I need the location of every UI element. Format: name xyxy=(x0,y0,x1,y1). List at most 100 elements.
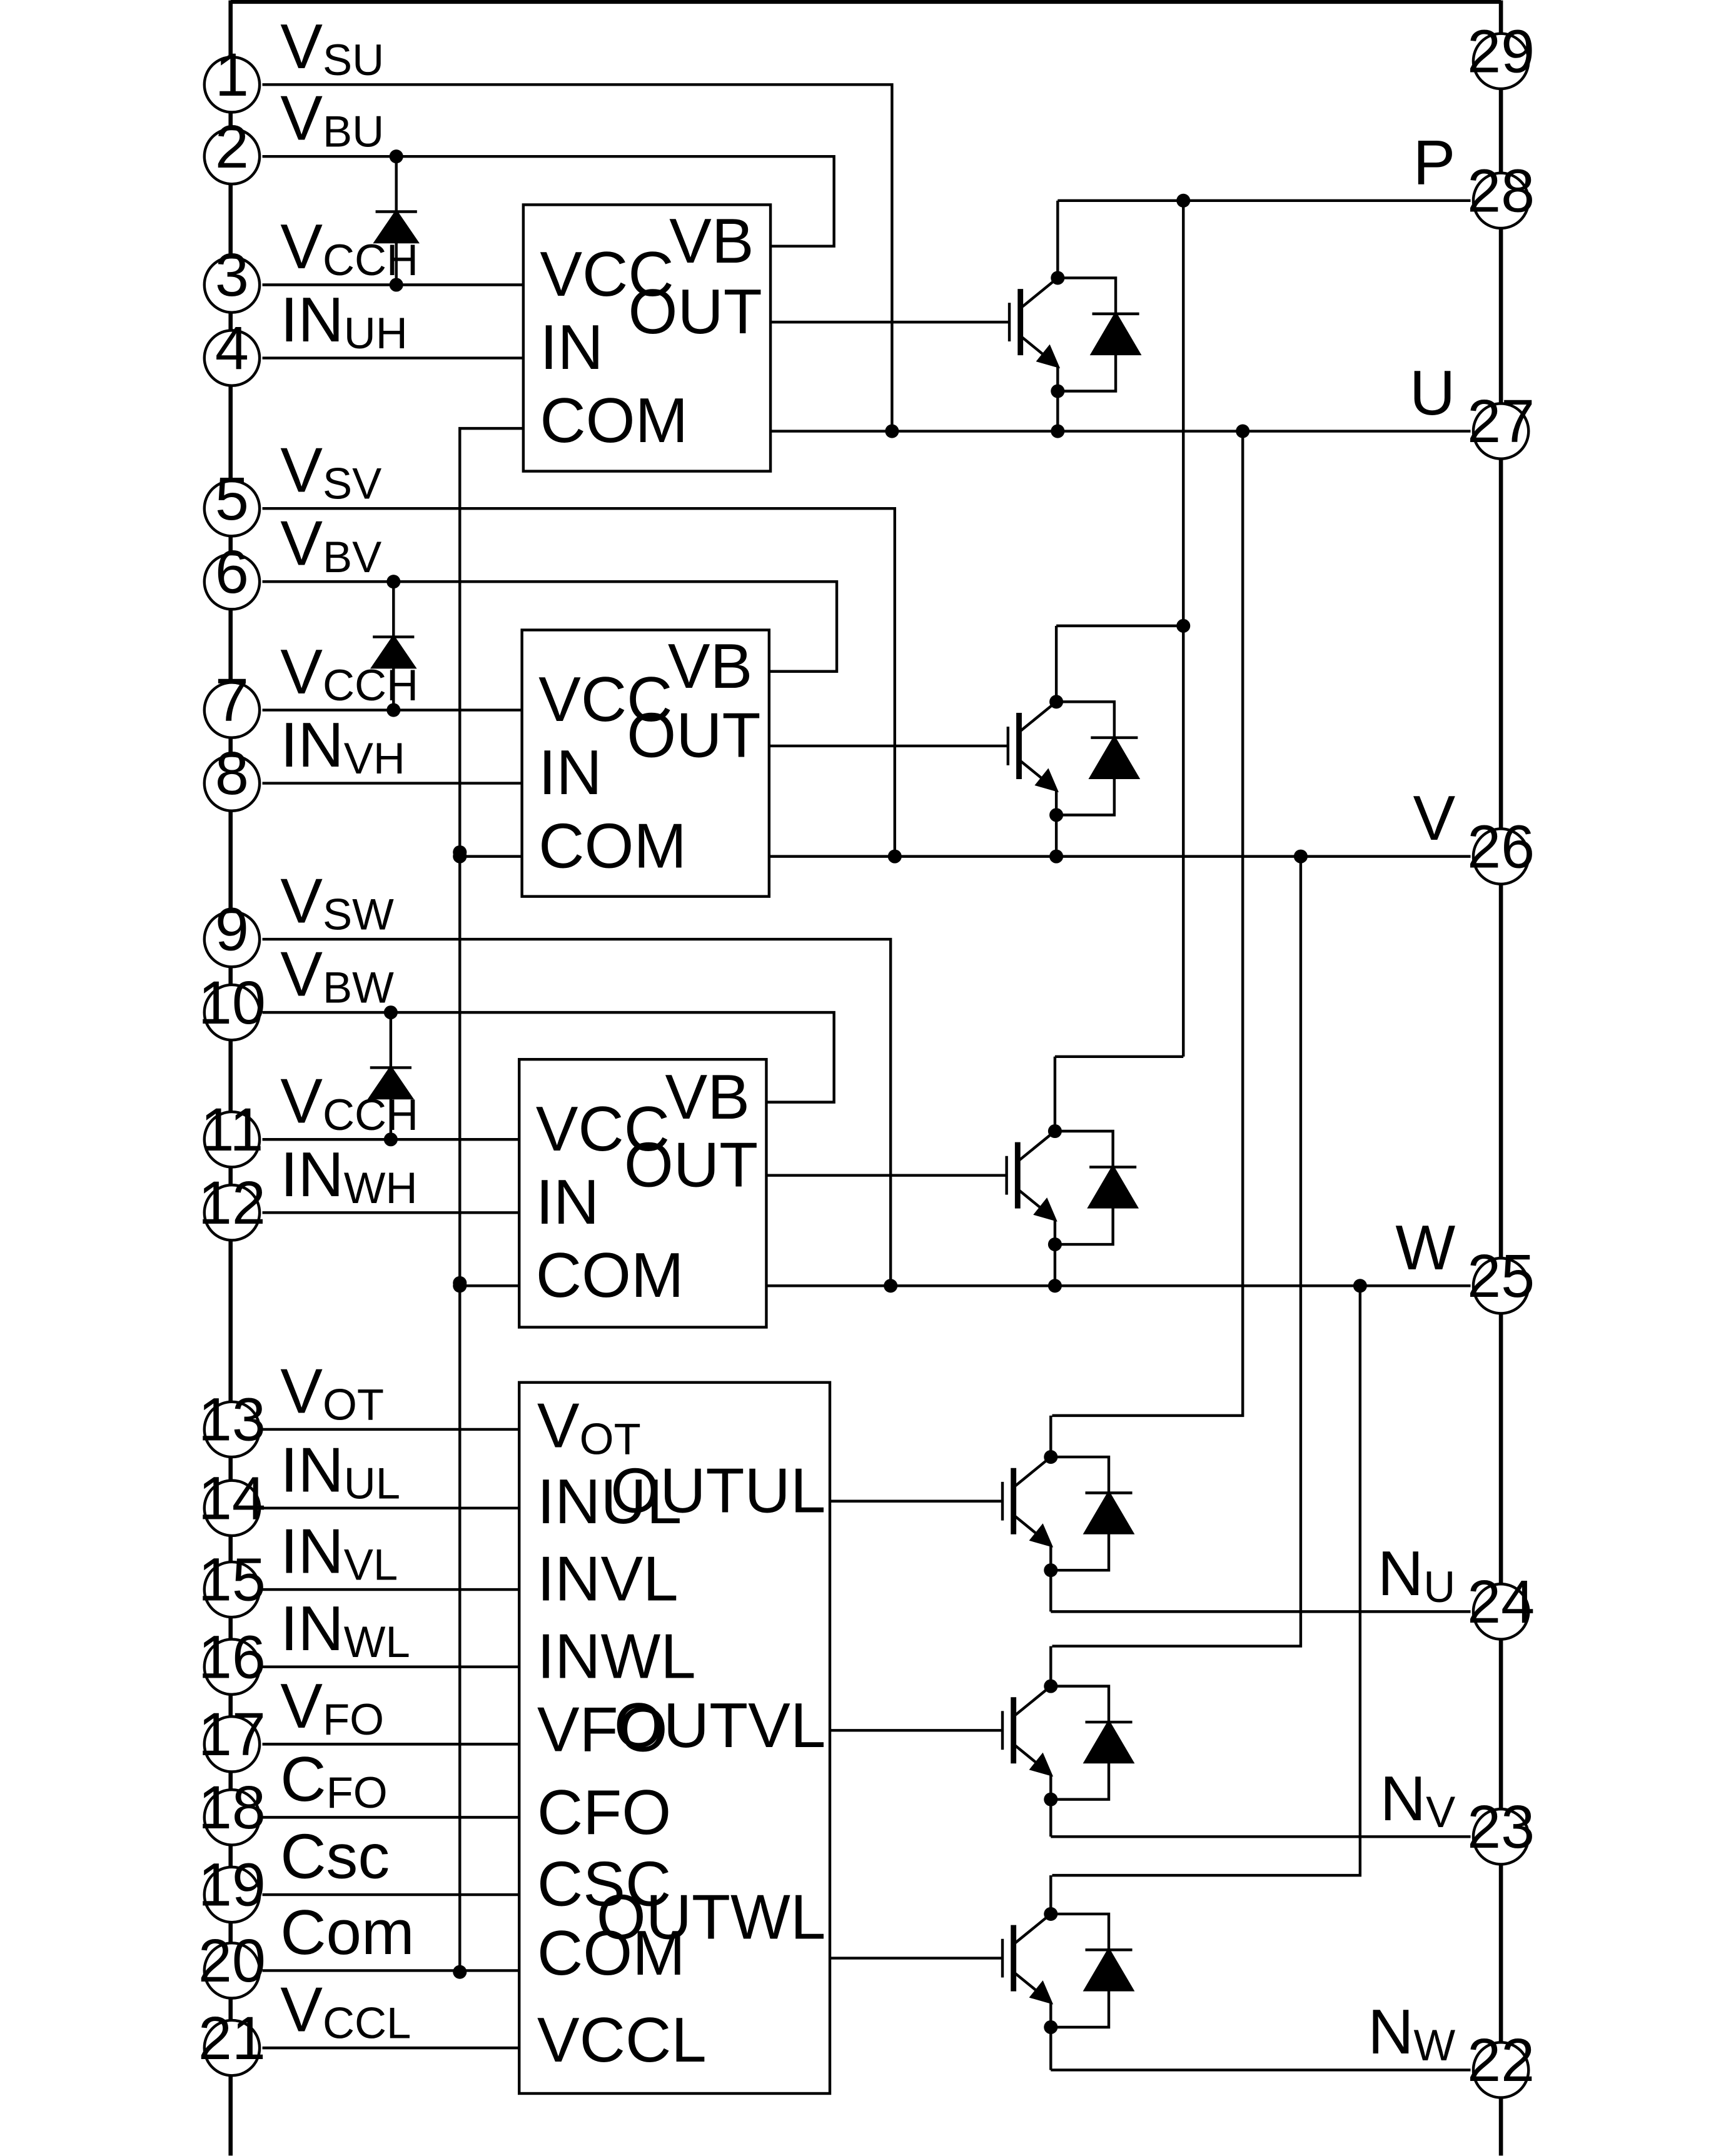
pin-circle xyxy=(203,1788,261,1846)
pin-signal-label: VSU xyxy=(280,11,384,84)
pin-circle xyxy=(203,1183,261,1242)
pin-number: 19 xyxy=(198,1851,266,1919)
pin-circle xyxy=(203,910,261,969)
pin-circle xyxy=(1471,1807,1530,1866)
label-base: INVL xyxy=(537,1543,679,1614)
pin-signal-label: INVL xyxy=(280,1516,398,1589)
pin-number: 17 xyxy=(198,1700,266,1768)
junction-dot xyxy=(1353,1279,1367,1293)
emitter-arrow-icon xyxy=(1029,1752,1054,1777)
label-base: IN xyxy=(280,709,344,780)
pin-number: 25 xyxy=(1467,1242,1535,1310)
pin-number: 29 xyxy=(1467,17,1535,85)
pin-signal-label: CFO xyxy=(280,1743,387,1817)
label-subscript: WH xyxy=(344,1163,418,1212)
pin-circle xyxy=(203,1400,261,1459)
label-base: IN xyxy=(536,1166,600,1237)
pin-signal-label: NU xyxy=(1378,1538,1455,1611)
label-base: OUT xyxy=(624,1129,758,1200)
low-driver-pin-label: COM xyxy=(537,1917,685,1988)
label-base: V xyxy=(1413,782,1455,854)
low-side-driver-block: VOTINULINVLINWLVFOCFOCSCCOMVCCLOUTULOUTV… xyxy=(518,1381,832,2095)
label-base: IN xyxy=(538,737,602,808)
low-driver-pin-label: VFO xyxy=(537,1693,668,1765)
label-base: VB xyxy=(668,630,752,702)
junction-dot xyxy=(1176,618,1191,633)
com-bus xyxy=(458,426,523,1972)
freewheel-diode-icon xyxy=(1083,1719,1135,1764)
pin-number: 5 xyxy=(215,465,249,533)
pin-signal-label: Com xyxy=(280,1897,414,1968)
driver-blocks: VCCINCOMVBOUTVCCINCOMVBOUTVCCINCOMVBOUTV… xyxy=(518,203,832,2095)
pin-circle xyxy=(1471,402,1530,460)
pin-label-vcc: VCC xyxy=(540,238,674,310)
pin-circle xyxy=(1471,1583,1530,1641)
pin-circle xyxy=(203,1110,261,1169)
label-base: V xyxy=(280,1065,323,1137)
label-base: COM xyxy=(537,1917,685,1988)
pin-circle xyxy=(203,754,261,812)
bootstrap-diode-icon xyxy=(370,634,417,669)
label-subscript: UL xyxy=(344,1458,400,1508)
pin-label-vcc: VCC xyxy=(538,663,672,735)
junction-dot xyxy=(389,278,403,292)
pin-signal-label: W xyxy=(1395,1212,1455,1283)
pin-signal-label: INVH xyxy=(280,709,405,783)
vs-wire xyxy=(262,83,894,431)
pin-number: 8 xyxy=(215,739,249,807)
label-subscript: BW xyxy=(323,963,394,1012)
emitter-arrow-icon xyxy=(1029,1980,1054,2005)
label-base: OUTWL xyxy=(597,1881,826,1953)
pin-circle xyxy=(203,1865,261,1924)
label-subscript: BU xyxy=(323,107,384,156)
pin-signal-label: P xyxy=(1413,126,1455,198)
junction-dot xyxy=(1236,424,1250,438)
pin-circle xyxy=(1471,171,1530,230)
pin-circle xyxy=(203,681,261,739)
label-base: IN xyxy=(280,284,344,355)
pin-circle xyxy=(1471,1256,1530,1315)
low-driver-output-label: OUTWL xyxy=(597,1881,826,1953)
power-devices xyxy=(367,200,1142,2070)
igbt-icon xyxy=(1001,1875,1135,2070)
pin-number: 11 xyxy=(201,1096,264,1164)
pin-label-in: IN xyxy=(540,311,603,383)
label-base: N xyxy=(1378,1538,1423,1609)
pin-number: 14 xyxy=(198,1464,266,1532)
junction-dots xyxy=(383,149,1367,2035)
label-subscript: W xyxy=(1414,2020,1456,2070)
pin-signal-label: VBV xyxy=(280,508,381,582)
low-driver-pin-label: INUL xyxy=(537,1466,682,1537)
pin-number: 2 xyxy=(215,113,249,181)
pin-circle xyxy=(203,1560,261,1619)
label-base: N xyxy=(1368,1996,1413,2067)
phase-tap-wire xyxy=(1052,1286,1362,1877)
label-base: VB xyxy=(669,205,754,276)
bootstrap-diode-icon xyxy=(373,209,420,244)
label-subscript: V xyxy=(1426,1787,1455,1836)
low-driver-pin-label: VCCL xyxy=(537,2004,707,2075)
phase-tap-wire xyxy=(1052,431,1244,1418)
pin-circle xyxy=(1471,32,1530,91)
pin-number: 15 xyxy=(198,1546,266,1614)
phase-tap-wire xyxy=(1052,856,1303,1648)
pin-signal-label: NV xyxy=(1380,1763,1455,1836)
label-base: OUTVL xyxy=(614,1690,826,1761)
label-base: COM xyxy=(538,810,687,881)
emitter-arrow-icon xyxy=(1034,768,1059,793)
label-base: IN xyxy=(280,1593,344,1664)
driver-box xyxy=(522,203,772,473)
junction-dot xyxy=(383,1005,398,1020)
pin-label-com: COM xyxy=(536,1239,684,1311)
label-base: IN xyxy=(280,1434,344,1505)
label-base: VCCL xyxy=(537,2004,707,2075)
pin-number: 10 xyxy=(198,969,266,1037)
junction-dot xyxy=(386,575,401,589)
